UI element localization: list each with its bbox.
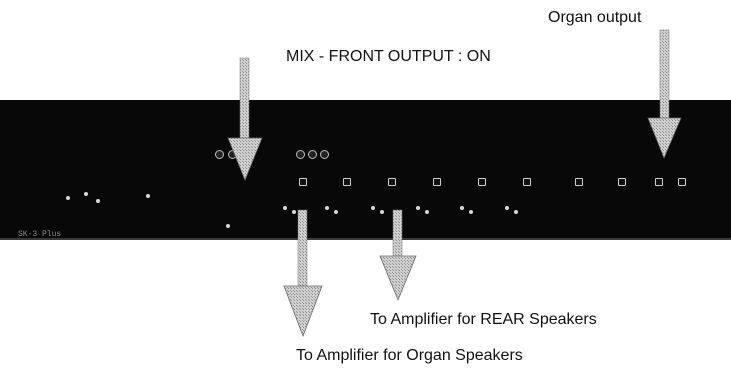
organ-output-arrow	[648, 30, 681, 158]
organ-speakers-arrow	[284, 210, 322, 336]
rear-speakers-arrow	[380, 210, 416, 300]
mix-front-output-arrow	[228, 58, 262, 180]
